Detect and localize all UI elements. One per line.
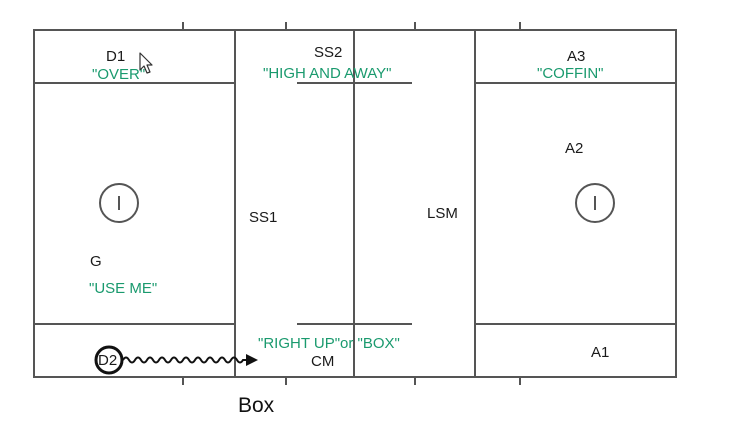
g-call: "USE ME" — [89, 280, 158, 297]
cm-label: CM — [311, 353, 335, 370]
ss2-call: "HIGH AND AWAY" — [263, 65, 392, 82]
d1-label: D1 — [106, 48, 126, 65]
d2-dodge-arrow — [122, 356, 246, 364]
cm-call: "RIGHT UP"or "BOX" — [258, 335, 400, 352]
a1-label: A1 — [591, 344, 610, 361]
g-label: G — [90, 253, 102, 270]
a2-label: A2 — [565, 140, 584, 157]
left-goal-crease — [99, 183, 139, 223]
ss1-label: SS1 — [249, 209, 278, 226]
d2-label: D2 — [98, 352, 118, 369]
diagram-caption: Box — [238, 394, 275, 417]
d2-player-circle — [94, 345, 124, 375]
ss2-label: SS2 — [314, 44, 343, 61]
d2-dodge-arrowhead — [246, 354, 258, 366]
d1-call: "OVER" — [92, 66, 146, 83]
a3-label: A3 — [567, 48, 586, 65]
right-goal-crease — [575, 183, 615, 223]
lsm-label: LSM — [427, 205, 458, 222]
a3-call: "COFFIN" — [537, 65, 604, 82]
mouse-pointer-icon — [139, 52, 153, 74]
